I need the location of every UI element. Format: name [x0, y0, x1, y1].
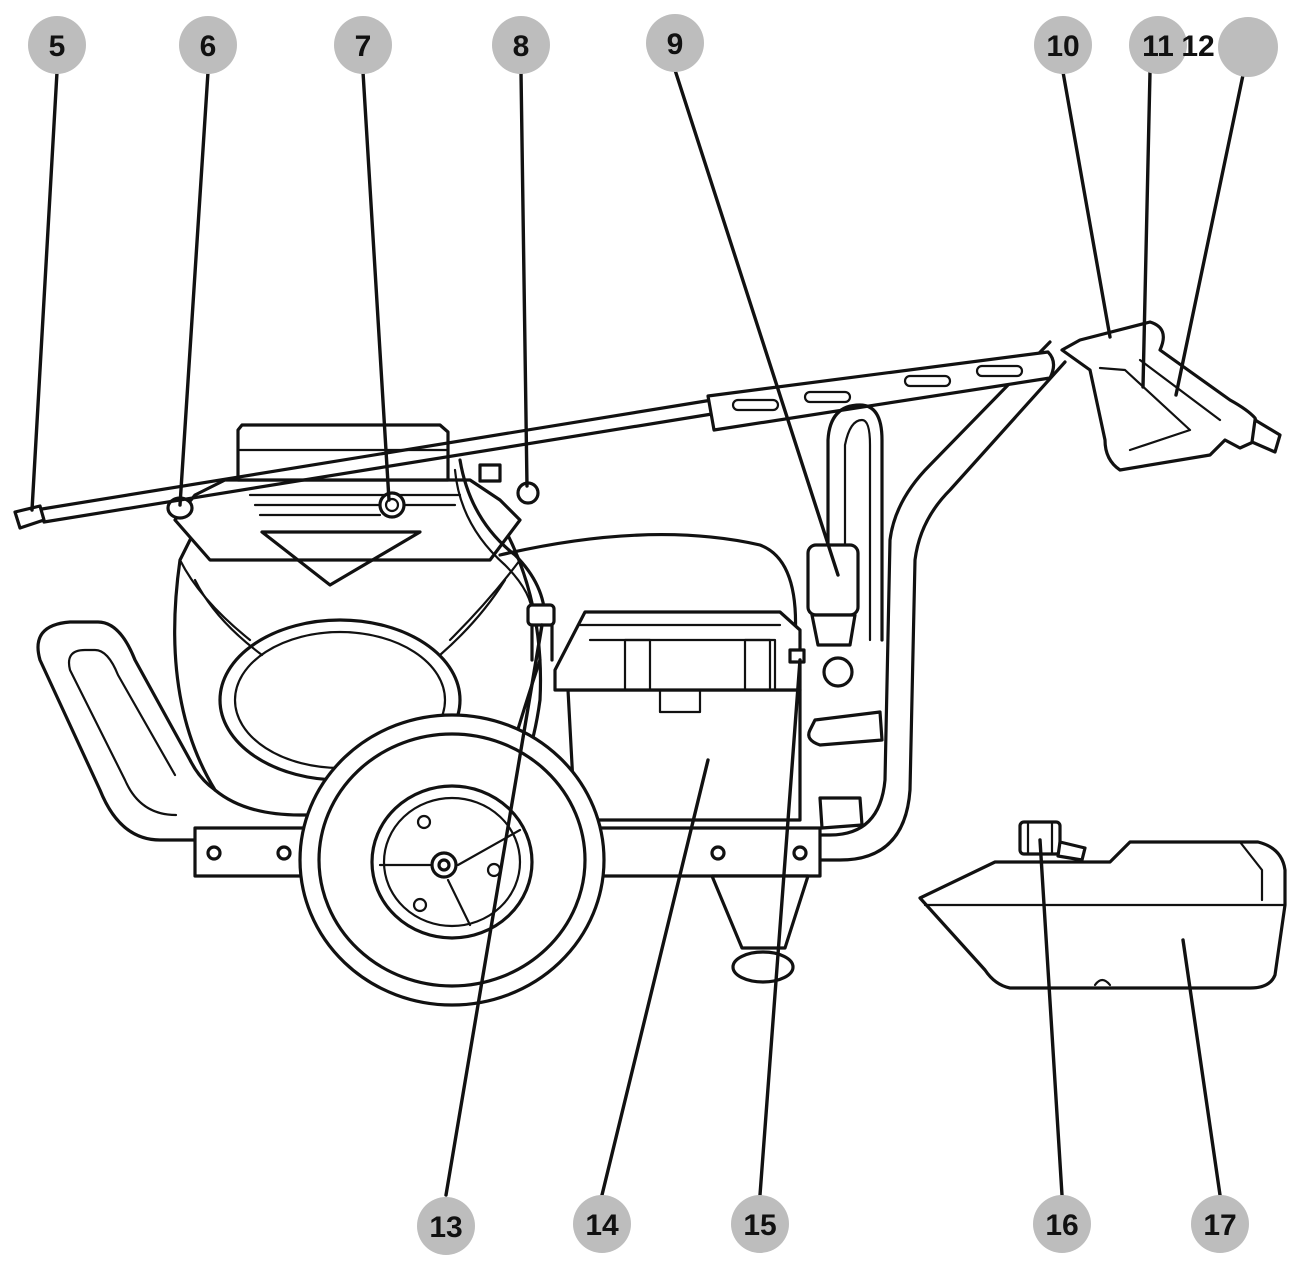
leader-14 [600, 758, 710, 1197]
callout-14-label: 14 [585, 1209, 619, 1242]
leader-6 [178, 70, 210, 507]
leader-11 [1141, 70, 1152, 389]
callout-9-label: 9 [667, 28, 684, 61]
callout-6: 6 [179, 16, 237, 74]
frame-tube-right [798, 360, 1067, 862]
callout-17: 17 [1191, 1195, 1249, 1253]
battery-box [553, 610, 806, 822]
callout-13-label: 13 [429, 1211, 462, 1244]
wheel [298, 713, 606, 1007]
callout-8: 8 [492, 16, 550, 74]
callout-14: 14 [573, 1195, 631, 1253]
leader-17 [1181, 938, 1222, 1197]
callout-7: 7 [334, 16, 392, 74]
callout-8-label: 8 [513, 30, 530, 63]
callout-12: 12 [1181, 17, 1278, 77]
callout-17-label: 17 [1203, 1209, 1236, 1242]
hose-13 [458, 458, 547, 622]
support-foot [710, 874, 810, 950]
callout-16: 16 [1033, 1195, 1091, 1253]
leader-8 [519, 70, 529, 488]
leader-15 [758, 658, 802, 1197]
callout-10: 10 [1034, 16, 1092, 74]
callout-12-label: 12 [1181, 30, 1214, 63]
callout-6-label: 6 [200, 30, 217, 63]
callout-9: 9 [646, 14, 704, 72]
leader-12 [1174, 73, 1245, 397]
callout-13: 13 [417, 1197, 475, 1255]
callout-7-label: 7 [355, 30, 372, 63]
callout-11: 11 [1129, 16, 1187, 74]
pump-unloader [806, 543, 884, 830]
pressure-washer-illustration [13, 320, 1287, 1007]
callout-10-label: 10 [1046, 30, 1079, 63]
leader-7 [361, 70, 391, 502]
leader-9 [673, 68, 840, 577]
callout-5: 5 [28, 16, 86, 74]
leader-5 [30, 70, 59, 512]
trigger-gun [1060, 320, 1282, 472]
leader-10 [1061, 70, 1112, 339]
leader-lines [30, 68, 1245, 1197]
detergent-tank [918, 820, 1287, 990]
callout-5-label: 5 [49, 30, 66, 63]
callout-15: 15 [731, 1195, 789, 1253]
frame-handle [36, 620, 237, 842]
callouts: 5 6 7 8 9 10 11 12 [28, 14, 1278, 1255]
leader-16 [1038, 838, 1064, 1197]
spray-lance [13, 350, 1056, 530]
callout-16-label: 16 [1045, 1209, 1078, 1242]
callout-15-label: 15 [743, 1209, 776, 1242]
callout-11-label: 11 [1142, 30, 1174, 63]
leader-13 [444, 623, 544, 1197]
